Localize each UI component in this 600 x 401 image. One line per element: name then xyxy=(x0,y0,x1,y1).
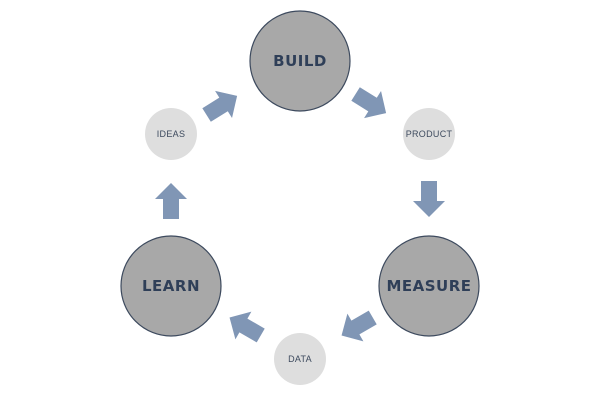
product-label: PRODUCT xyxy=(406,129,453,139)
arrow-data-to-learn-icon xyxy=(229,311,265,343)
measure-label: MEASURE xyxy=(386,277,471,295)
measure-node: MEASURE xyxy=(378,235,480,337)
data-node: DATA xyxy=(274,333,326,385)
arrow-ideas-to-build-icon xyxy=(202,90,238,122)
ideas-label: IDEAS xyxy=(157,129,186,139)
learn-label: LEARN xyxy=(142,277,200,295)
learn-node: LEARN xyxy=(120,235,222,337)
data-label: DATA xyxy=(288,354,312,364)
arrow-measure-to-data-icon xyxy=(341,310,377,342)
build-label: BUILD xyxy=(273,52,327,70)
arrow-product-to-measure-icon xyxy=(413,181,445,217)
ideas-node: IDEAS xyxy=(145,108,197,160)
arrow-build-to-product-icon xyxy=(351,87,387,119)
product-node: PRODUCT xyxy=(403,108,455,160)
build-node: BUILD xyxy=(249,10,351,112)
arrow-learn-to-ideas-icon xyxy=(155,183,187,219)
